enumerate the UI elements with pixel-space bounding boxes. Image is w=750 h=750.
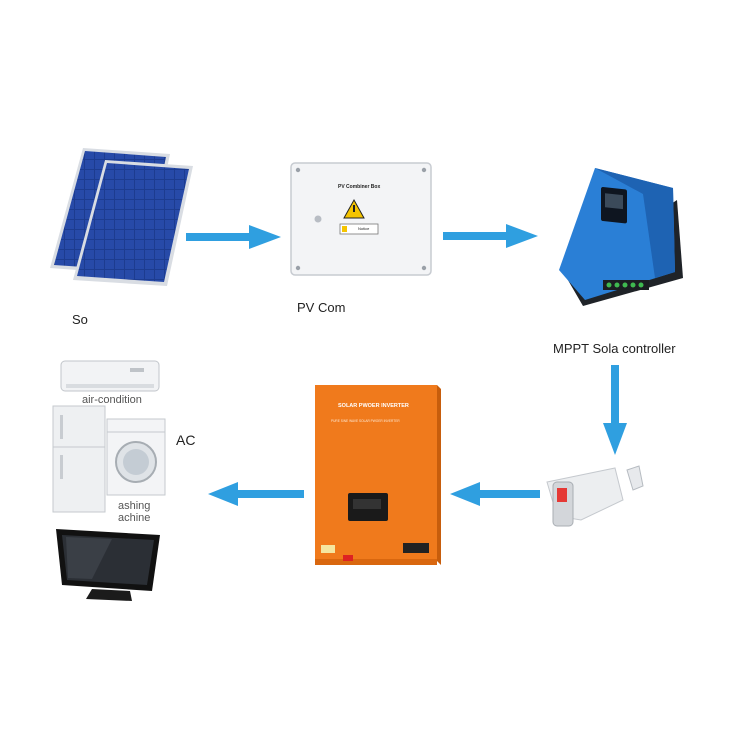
television <box>52 525 164 603</box>
air-conditioner-label: air-condition <box>82 394 142 406</box>
ac-loads-label: AC <box>176 432 196 448</box>
combiner-box-label: PV Com <box>297 300 346 315</box>
combiner-notice: Notice <box>358 226 370 231</box>
breaker <box>545 460 665 540</box>
washing-machine-label-2: achine <box>118 512 151 524</box>
inverter: SOLAR PWOER INVERTER PURE SINE WAVE SOLA… <box>313 383 443 568</box>
combiner-plate-title: PV Combiner Box <box>338 184 381 190</box>
mppt-controller-label: MPPT Sola controller <box>553 341 676 356</box>
solar-panels <box>45 140 195 290</box>
arrow-right-2 <box>443 224 538 248</box>
solar-panels-label: So <box>72 312 88 327</box>
arrow-right-1 <box>186 225 281 249</box>
washing-machine-label-1: ashing <box>118 500 151 512</box>
washing-machine <box>106 418 166 496</box>
arrow-down <box>603 365 627 455</box>
mppt-controller <box>555 160 687 308</box>
inverter-plate-title: SOLAR PWOER INVERTER <box>338 403 409 409</box>
combiner-box: PV Combiner Box Notice <box>290 162 432 276</box>
arrow-left-2 <box>450 482 540 506</box>
refrigerator <box>52 405 106 513</box>
arrow-left-1 <box>208 482 304 506</box>
air-conditioner <box>60 360 160 394</box>
inverter-plate-subtitle: PURE SINE WAVE SOLAR PWOER INVERTER <box>331 419 400 423</box>
